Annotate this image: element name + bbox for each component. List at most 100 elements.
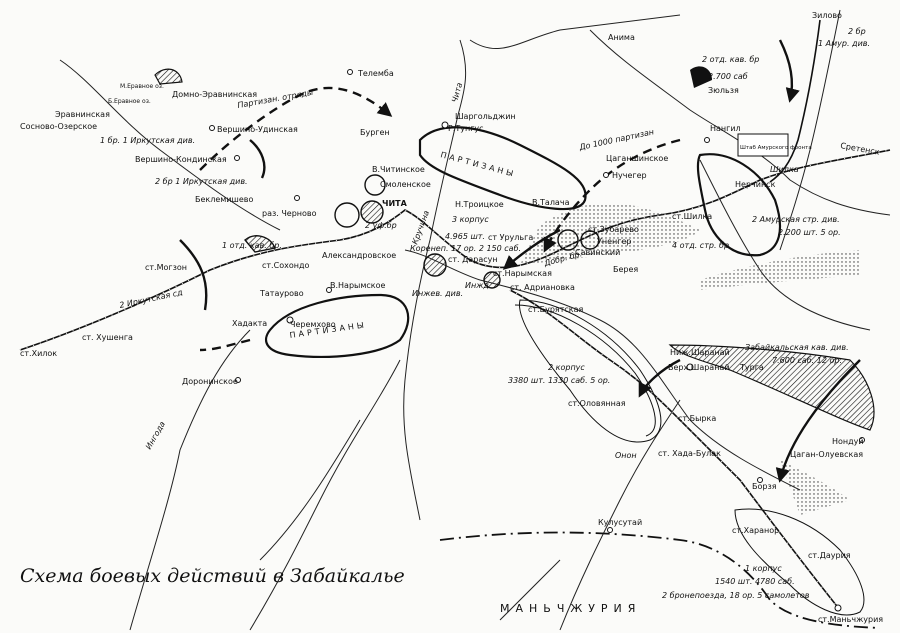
label-river-ingoda: Ингода bbox=[144, 420, 167, 451]
label-st-kharanor: ст.Харанор bbox=[732, 526, 779, 535]
label-b-eravnoe: Б.Еравное оз. bbox=[108, 98, 151, 105]
label-st-dauria: ст.Даурия bbox=[808, 551, 851, 560]
label-tsagan-shinskoe: Цаганшинское bbox=[606, 154, 668, 163]
note-amur-div-2-strength: 2.200 шт. 5 ор. bbox=[778, 228, 841, 237]
label-v-chitinskoe: В.Читинское bbox=[372, 165, 425, 174]
note-irk-div-1: 1 бр. 1 Иркутская див. bbox=[100, 136, 195, 145]
label-anima: Анима bbox=[608, 33, 635, 42]
note-zab-cav-div: Забайкальская кав. див. bbox=[745, 343, 849, 352]
label-savinskiy: Савинский bbox=[575, 248, 620, 257]
label-st-narymskaya: ст.Нарымская bbox=[493, 269, 552, 278]
label-river-onon: Онон bbox=[615, 451, 637, 460]
rivers bbox=[59, 9, 891, 631]
label-turga: Турга bbox=[739, 363, 764, 372]
label-nagil: Нангил bbox=[710, 124, 741, 133]
label-st-urulga: ст Урульга bbox=[488, 233, 533, 242]
label-n-troitskoe: Н.Троицкое bbox=[455, 200, 504, 209]
note-irk-sd-2: 2 Иркутская сд bbox=[119, 288, 184, 310]
note-otd-str-br-4: 4 отд. стр. бр bbox=[672, 241, 729, 250]
note-armored-train: Коренеп. 17 ор. 2 150 саб. bbox=[410, 244, 521, 253]
label-sosnovo-ozerskoe: Сосново-Озерское bbox=[20, 122, 97, 131]
label-tsagan-oluevskaya: Цаган-Олуевская bbox=[790, 450, 863, 459]
note-irk-div-2: 2 бр 1 Иркутская див. bbox=[155, 177, 248, 186]
note-kav-br-2: 2 отд. кав. бр bbox=[702, 55, 759, 64]
note-corps-1-strength: 1540 шт. 4780 саб. bbox=[715, 577, 795, 586]
label-chita: ЧИТА bbox=[382, 199, 408, 208]
label-st-buryatskaya: ст.Бурятская bbox=[528, 305, 584, 314]
partisan-areas bbox=[265, 126, 782, 358]
note-corps-2-strength: 3380 шт. 1330 саб. 5 ор. bbox=[508, 376, 610, 385]
note-amur-div-2: 2 Амурская стр. див. bbox=[752, 215, 840, 224]
note-hq-amur-front: Штаб Амурского фронта bbox=[740, 145, 812, 151]
note-otd-kav-br: 1 отд. кав. бр. bbox=[222, 241, 282, 250]
label-kulusutay: Кулусутай bbox=[598, 518, 642, 527]
hq-box bbox=[737, 133, 789, 157]
movement-arrows bbox=[179, 39, 861, 483]
label-nuchever: Нучегер bbox=[612, 171, 647, 180]
unit-markers bbox=[154, 66, 712, 289]
label-st-olovyannaya: ст.Оловянная bbox=[568, 399, 626, 408]
label-vershino-udinskaya: Вершино-Удинская bbox=[217, 125, 298, 134]
label-st-mogzon: ст.Могзон bbox=[145, 263, 187, 272]
label-vershino-kondinskaya: Вершино-Кондинская bbox=[135, 155, 227, 164]
label-st-khada-bulak: ст. Хада-Булак bbox=[658, 449, 721, 458]
state-border bbox=[439, 531, 881, 629]
region-label-manchuria: МАНЬЧЖУРИЯ bbox=[500, 602, 641, 615]
note-amur-div-1: 1 Амур. див. bbox=[818, 39, 870, 48]
label-sretensk: Сретенск bbox=[840, 141, 881, 157]
map-title: Схема боевых действий в Забайкалье bbox=[20, 565, 405, 587]
corps-areas bbox=[514, 299, 865, 616]
label-tataurovo: Татаурово bbox=[259, 289, 304, 298]
label-st-shilka: ст.Шилка bbox=[672, 212, 712, 221]
label-shargoldjin: Шаргольджин bbox=[455, 112, 516, 121]
note-corps-2: 2 корпус bbox=[548, 363, 585, 372]
note-armored-trains-2: 2 бронепоезда, 18 ор. 5 самолетов bbox=[662, 591, 810, 600]
label-nerchinsk: Нерчинск bbox=[735, 180, 776, 189]
note-corps-1: 1 корпус bbox=[745, 564, 782, 573]
label-m-eravnoe: М.Еравное оз. bbox=[120, 83, 164, 90]
label-raz-chernovo: раз. Черново bbox=[262, 209, 317, 218]
label-cheremkhovo: Черемхово bbox=[290, 320, 336, 329]
label-bereya: Берея bbox=[613, 265, 638, 274]
partisan-area-label-1: ПАРТИЗАНЫ bbox=[439, 150, 517, 179]
label-st-khilok: ст.Хилок bbox=[20, 349, 57, 358]
label-beklemishevo: Беклемишево bbox=[195, 195, 253, 204]
note-corps-3-strength: 4.965 шт. bbox=[445, 232, 485, 241]
place-labels: Зилово Анима Телемба М.Еравное оз. Б.Ера… bbox=[20, 11, 883, 624]
label-v-talacha: В.Талача bbox=[532, 198, 570, 207]
label-telemba: Телемба bbox=[357, 69, 394, 78]
label-aleksandrovskoe: Александровское bbox=[322, 251, 396, 260]
label-st-bykna: ст.Бырка bbox=[678, 414, 716, 423]
note-inzh: Инжд bbox=[465, 281, 489, 290]
label-st-manchzhuriya: ст.Маньчжурия bbox=[818, 615, 883, 624]
label-v-narymskoe: В.Нарымское bbox=[330, 281, 386, 290]
label-borzya: Борзя bbox=[752, 482, 777, 491]
note-kav-br-2-strength: 2.700 саб bbox=[708, 72, 748, 81]
label-zilovo: Зилово bbox=[812, 11, 842, 20]
label-st-darasun: ст. Дарасун bbox=[448, 255, 498, 264]
label-nonduy: Нондуй bbox=[832, 437, 864, 446]
label-sharanay: Ниж.Шаранай bbox=[670, 348, 730, 357]
note-zab-cav-div-strength: 7.600 саб. 12 ор. bbox=[772, 356, 842, 365]
note-corps-3: 3 корпус bbox=[452, 215, 489, 224]
label-unenger: Уненгер bbox=[597, 237, 631, 246]
label-r-tungus: Р.Тунгус bbox=[448, 124, 484, 133]
label-burgen: Бурген bbox=[360, 128, 390, 137]
label-st-sokhondo: ст.Сохондо bbox=[262, 261, 309, 270]
label-zyulzya: Зюльзя bbox=[708, 86, 739, 95]
label-shilka-river: Шилка bbox=[770, 165, 799, 174]
label-st-adrianovka: ст. Адриановка bbox=[510, 283, 575, 292]
towns bbox=[209, 69, 865, 612]
note-partisans-1000: До 1000 партизан bbox=[578, 127, 655, 152]
unit-annotations: Партизан. отряды 1 бр. 1 Иркутская див. … bbox=[100, 27, 870, 600]
label-khadakta: Хадакта bbox=[232, 319, 267, 328]
note-br-2: 2 бр bbox=[848, 27, 866, 36]
note-ufa-br: 2 уф.бр bbox=[365, 221, 397, 230]
label-domno-eravninskaya: Домно-Эравнинская bbox=[172, 90, 257, 99]
note-inzh-div: Инжев. див. bbox=[412, 289, 463, 298]
label-st-zubarevo: ст.Зубарево bbox=[588, 225, 639, 234]
label-st-khushenga: ст. Хушенга bbox=[82, 333, 133, 342]
label-doroninskoe: Доронинское bbox=[182, 377, 238, 386]
